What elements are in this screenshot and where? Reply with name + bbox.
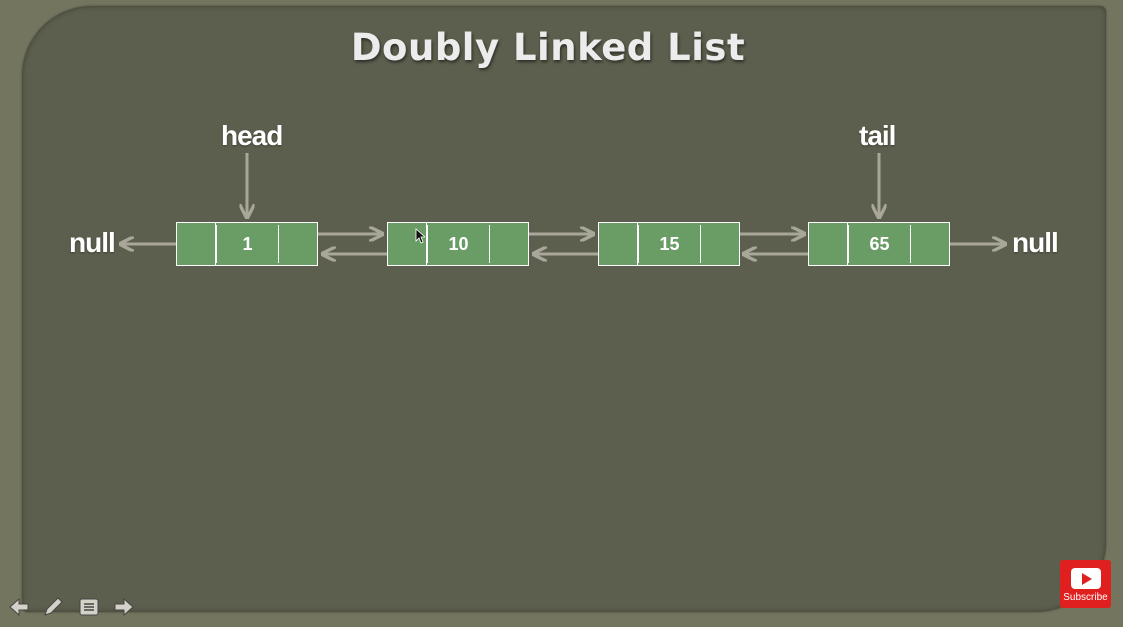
slide-frame: [22, 6, 1106, 612]
head-label: head: [221, 120, 283, 151]
next-pointer-cell: [279, 223, 317, 265]
list-node: 65: [808, 222, 950, 266]
node-value: 1: [216, 225, 279, 263]
next-pointer-cell: [911, 223, 949, 265]
previous-icon[interactable]: [8, 596, 30, 618]
prev-pointer-cell: [177, 223, 216, 265]
next-pointer-cell: [490, 223, 528, 265]
prev-pointer-cell: [599, 223, 638, 265]
list-node: 15: [598, 222, 740, 266]
next-icon[interactable]: [113, 596, 135, 618]
youtube-play-icon: [1070, 568, 1101, 589]
subscribe-button[interactable]: Subscribe: [1060, 560, 1111, 608]
page-title: Doubly Linked List: [350, 26, 746, 69]
mouse-cursor-icon: [415, 228, 425, 244]
menu-icon[interactable]: [78, 596, 100, 618]
prev-pointer-cell: [809, 223, 848, 265]
prev-pointer-cell: [388, 223, 427, 265]
node-value: 65: [848, 225, 911, 263]
tail-label: tail: [859, 120, 896, 151]
subscribe-label: Subscribe: [1063, 592, 1108, 603]
list-node: 10: [387, 222, 529, 266]
next-pointer-cell: [701, 223, 739, 265]
node-value: 10: [427, 225, 490, 263]
list-node: 1: [176, 222, 318, 266]
pen-icon[interactable]: [42, 596, 64, 618]
null-right-label: null: [1012, 227, 1059, 258]
null-left-label: null: [69, 227, 116, 258]
node-value: 15: [638, 225, 701, 263]
